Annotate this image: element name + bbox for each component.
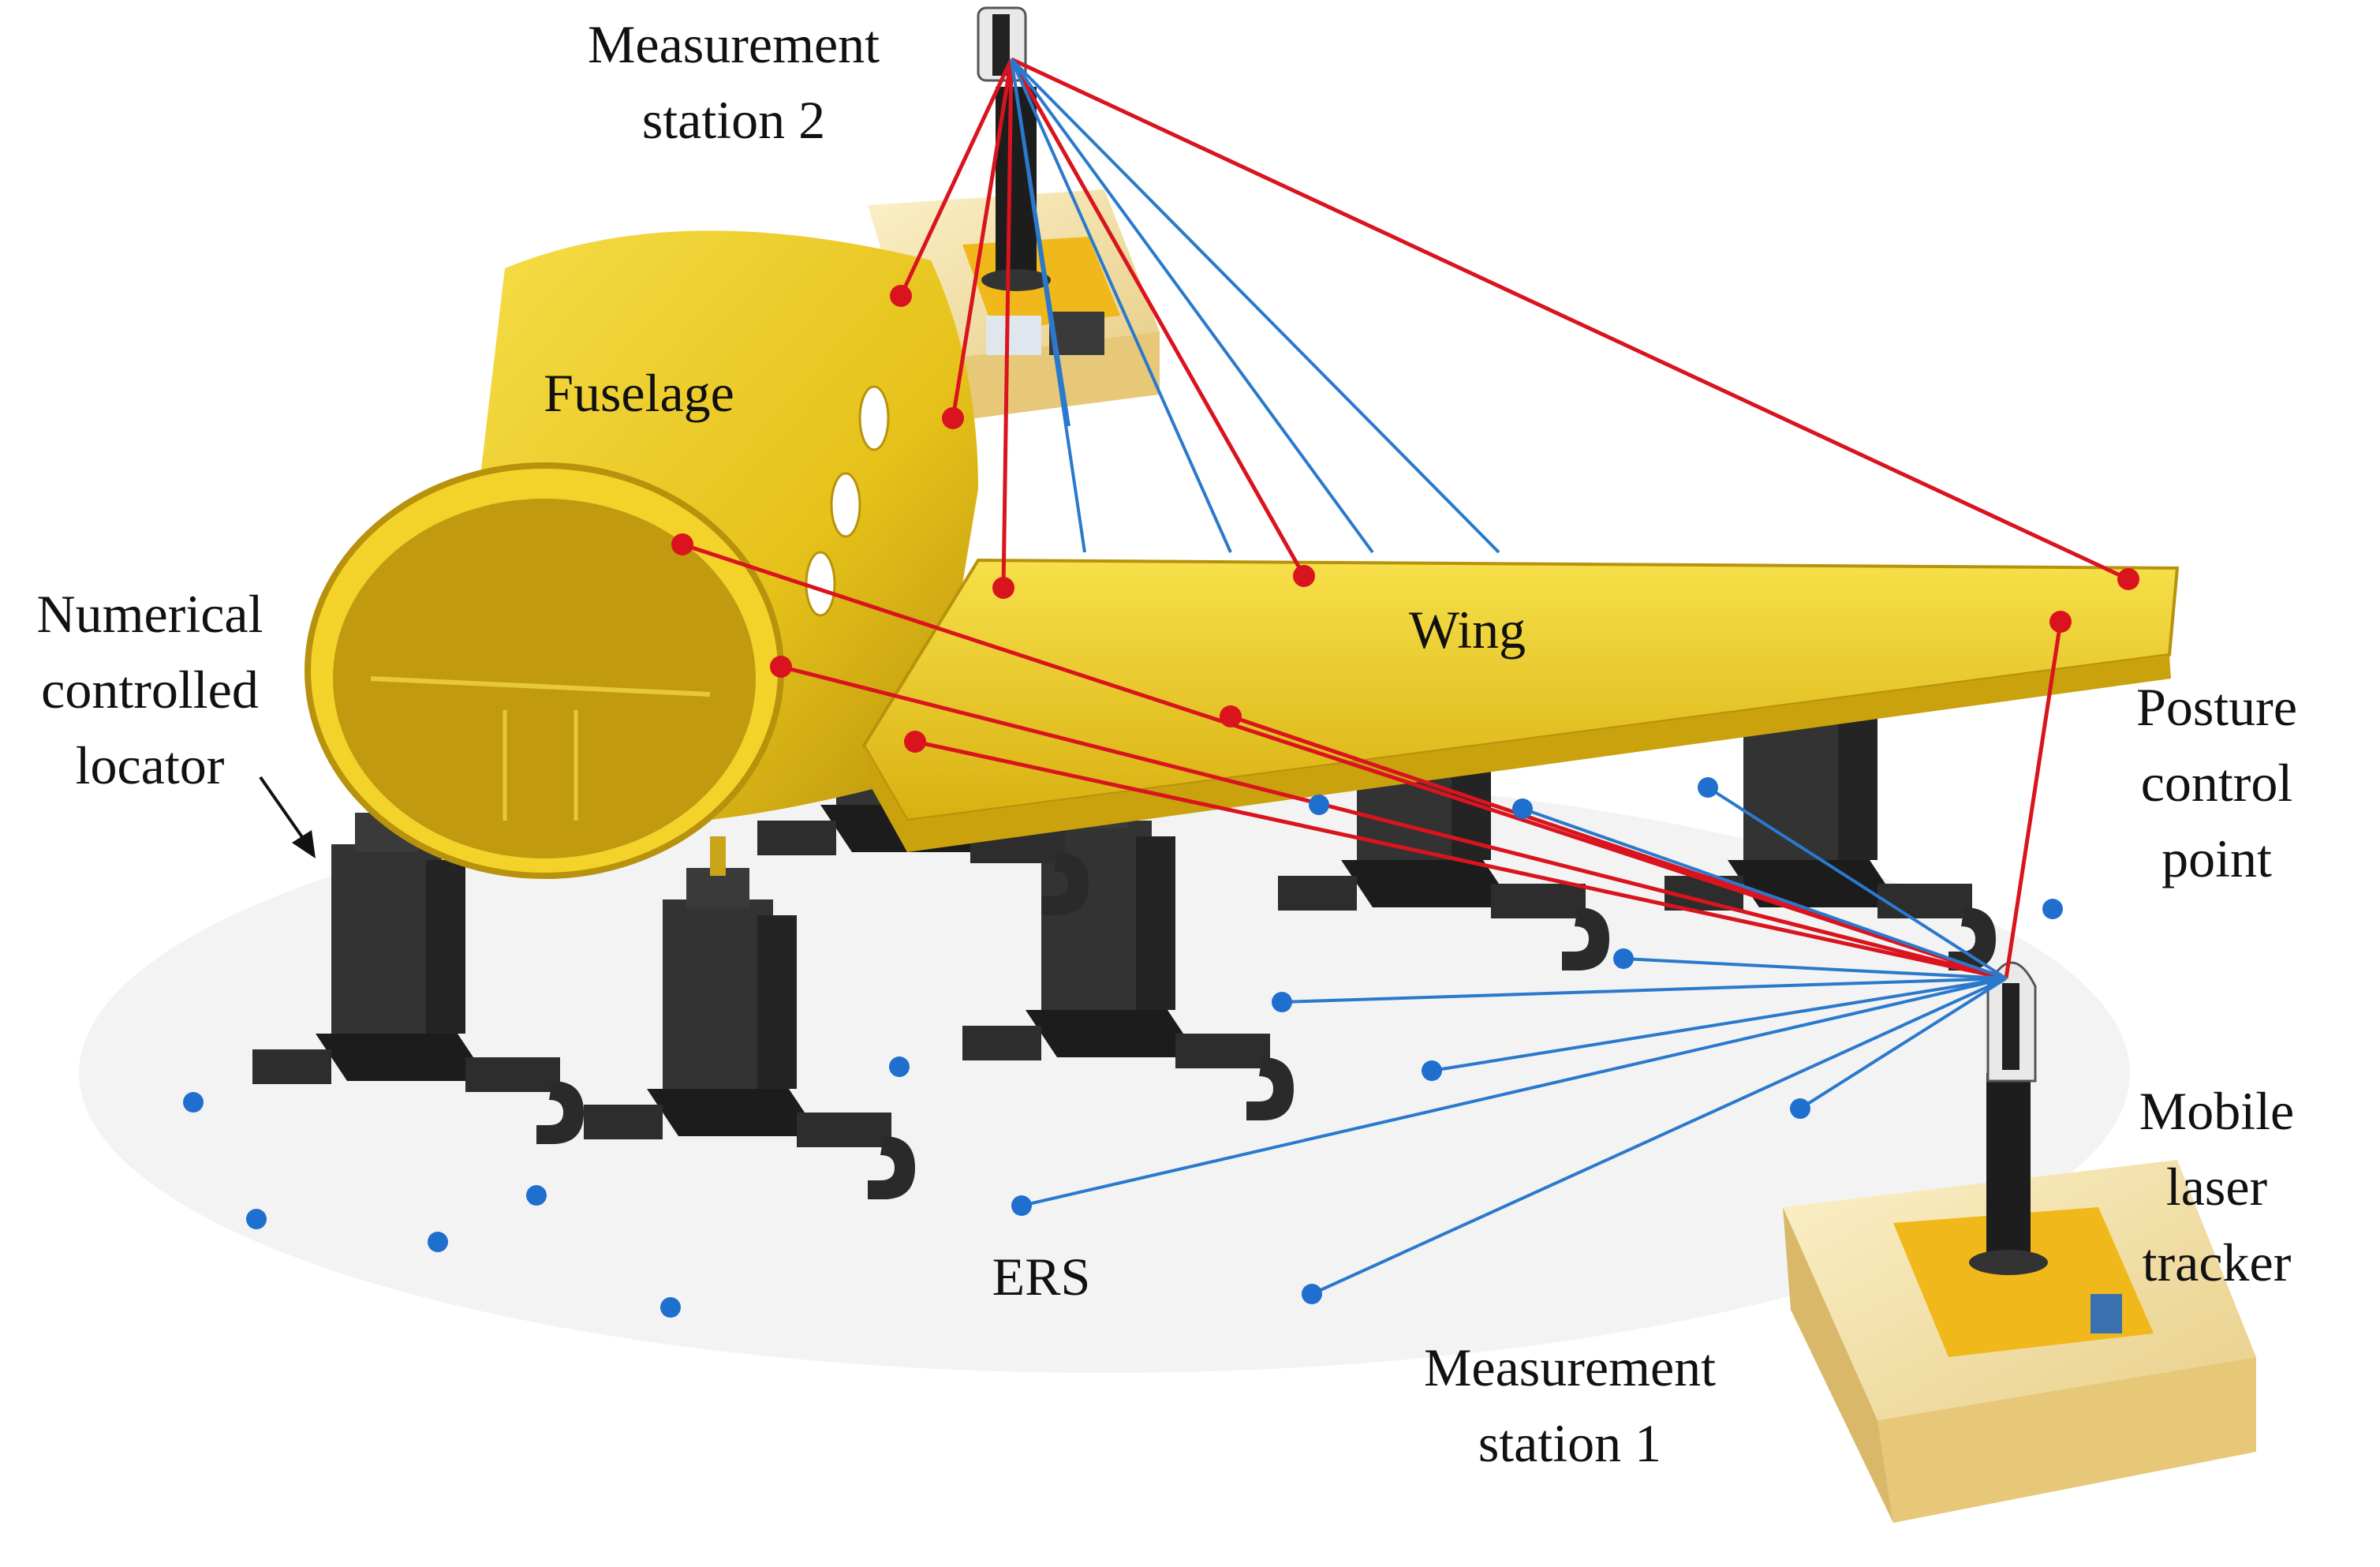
label-line: Fuselage [544, 363, 734, 423]
label-measurement-station-1: Measurement station 1 [1373, 1330, 1767, 1481]
label-line: controlled [41, 660, 259, 720]
label-fuselage: Fuselage [505, 355, 773, 431]
label-line: tracker [2142, 1232, 2292, 1292]
ers-points [183, 777, 2063, 1318]
fuselage [305, 230, 978, 879]
label-posture-control-point: Posture control point [2098, 669, 2335, 896]
label-line: laser [2165, 1157, 2268, 1217]
label-measurement-station-2: Measurement station 2 [544, 6, 923, 158]
station-1-blue-lines [1021, 786, 2008, 1296]
label-line: point [2161, 828, 2272, 888]
label-line: Wing [1408, 600, 1526, 660]
label-wing: Wing [1373, 592, 1562, 668]
station-2-blue-lines [1010, 58, 1500, 554]
floor-shadow [79, 773, 2130, 1373]
label-line: locator [75, 735, 225, 795]
label-line: ERS [992, 1247, 1091, 1307]
label-line: station 1 [1478, 1413, 1662, 1473]
label-numerical-controlled-locator: Numerical controlled locator [0, 576, 300, 803]
mobile-cart-station-1 [1783, 1160, 2256, 1523]
label-line: Mobile [2139, 1081, 2295, 1141]
label-line: Posture [2136, 677, 2297, 737]
label-line: Measurement [587, 14, 880, 74]
label-mobile-laser-tracker: Mobile laser tracker [2098, 1073, 2335, 1300]
label-line: control [2140, 753, 2293, 813]
posture-control-points [671, 285, 2139, 753]
label-line: Measurement [1423, 1337, 1717, 1397]
label-line: station 2 [641, 90, 826, 150]
label-ers: ERS [962, 1239, 1120, 1315]
wing [861, 558, 2180, 852]
station-1-red-lines [682, 542, 2063, 981]
locator-arrow [259, 776, 316, 858]
station-2-red-lines [899, 57, 2130, 589]
label-line: Numerical [36, 584, 263, 644]
laser-tracker-station-1 [1969, 961, 2048, 1275]
